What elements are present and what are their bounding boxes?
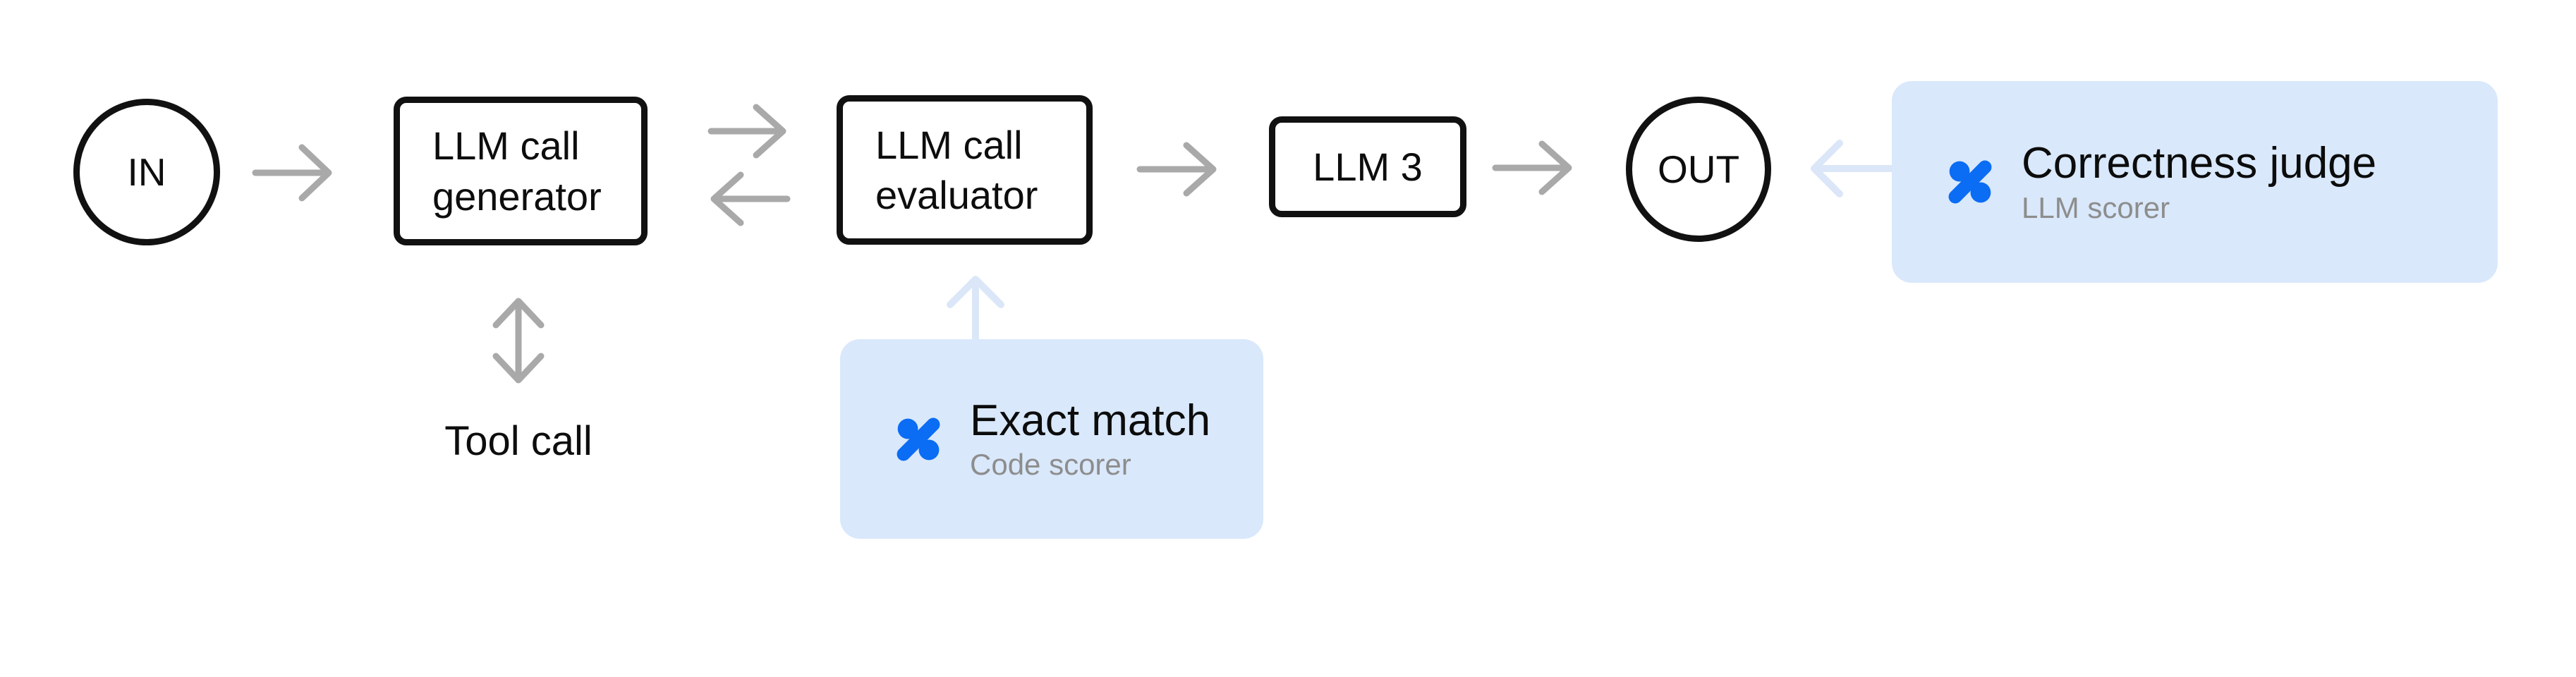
tool-call-label: Tool call [444, 418, 593, 464]
scorer-title-correctness-judge: Correctness judge [2022, 139, 2377, 188]
scorer-subtitle-correctness-judge: LLM scorer [2022, 190, 2170, 224]
edge-llm3-to-out [1492, 140, 1572, 195]
node-llm-call-evaluator[interactable]: LLM call evaluator [837, 95, 1093, 245]
edge-correctness-judge-to-out [1811, 140, 1895, 197]
edge-generator-to-tool-call [492, 298, 545, 384]
percent-icon [1948, 160, 1992, 204]
node-llm-3-label: LLM 3 [1313, 144, 1423, 189]
scorer-card-exact-match[interactable]: Exact match Code scorer [840, 339, 1263, 539]
percent-icon [897, 417, 940, 461]
node-out-label: OUT [1657, 147, 1740, 191]
edge-evaluator-to-generator [710, 171, 791, 226]
scorer-title-exact-match: Exact match [970, 396, 1211, 445]
edge-generator-to-evaluator [707, 104, 786, 159]
edge-evaluator-to-llm3 [1136, 142, 1217, 197]
scorer-subtitle-exact-match: Code scorer [970, 448, 1131, 481]
node-llm-call-generator-label: LLM call generator [432, 123, 602, 219]
edge-exact-match-to-evaluator [947, 276, 1004, 343]
scorer-card-correctness-judge[interactable]: Correctness judge LLM scorer [1892, 81, 2498, 283]
node-llm-call-generator[interactable]: LLM call generator [394, 97, 648, 245]
node-out[interactable]: OUT [1626, 97, 1771, 242]
node-llm-3[interactable]: LLM 3 [1269, 116, 1466, 217]
node-in-label: IN [127, 150, 166, 194]
edge-in-to-generator [252, 144, 332, 202]
node-in[interactable]: IN [73, 99, 220, 245]
node-llm-call-evaluator-label: LLM call evaluator [875, 122, 1038, 217]
